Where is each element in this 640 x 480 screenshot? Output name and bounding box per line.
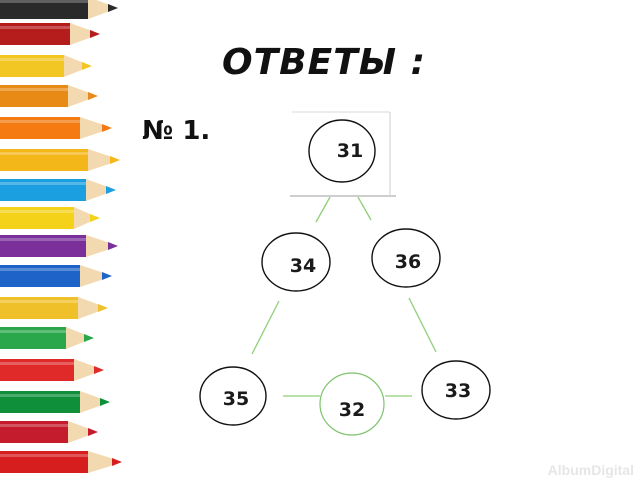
node-top: 31	[308, 119, 376, 183]
pencil	[0, 0, 118, 19]
node-circle	[308, 119, 376, 183]
page-title: ОТВЕТЫ :	[222, 42, 426, 83]
node-value: 34	[290, 255, 316, 277]
task-label: № 1.	[142, 116, 211, 146]
edge-top-mid-right	[357, 196, 372, 221]
node-value: 32	[339, 399, 365, 421]
watermark: AlbumDigital	[547, 462, 634, 478]
node-mid-left: 34	[261, 232, 331, 292]
pencil	[0, 265, 112, 287]
pencil	[0, 55, 92, 77]
node-value: 33	[445, 380, 471, 402]
pencil	[0, 207, 100, 229]
node-circle	[421, 360, 491, 420]
edges	[251, 196, 437, 397]
node-bottom-right: 33	[421, 360, 491, 420]
pencil	[0, 327, 94, 349]
colored-pencils-decoration	[0, 0, 122, 473]
pencil	[0, 421, 98, 443]
node-circle	[371, 228, 441, 288]
edge-mid-right-bottom-right	[408, 297, 437, 353]
node-mid-right: 36	[371, 228, 441, 288]
pencil	[0, 391, 110, 413]
node-value: 35	[223, 388, 249, 410]
node-bottom-center: 32	[319, 372, 385, 436]
node-circle	[319, 372, 385, 436]
node-value: 31	[337, 140, 363, 162]
pencil	[0, 297, 108, 319]
pencil	[0, 235, 118, 257]
edge-top-mid-left	[315, 196, 331, 223]
node-value: 36	[395, 251, 421, 273]
pencil	[0, 451, 122, 473]
node-circle	[261, 232, 331, 292]
nodes: 31 34 36 35 32 33	[199, 119, 491, 436]
node-bottom-left: 35	[199, 366, 267, 426]
pencil	[0, 117, 112, 139]
edge-mid-left-bottom-left	[251, 300, 280, 355]
pencil	[0, 149, 120, 171]
pencil	[0, 179, 116, 201]
top-node-frame	[290, 111, 396, 197]
pencil	[0, 85, 98, 107]
pencil	[0, 359, 104, 381]
pencil	[0, 23, 100, 45]
node-circle	[199, 366, 267, 426]
